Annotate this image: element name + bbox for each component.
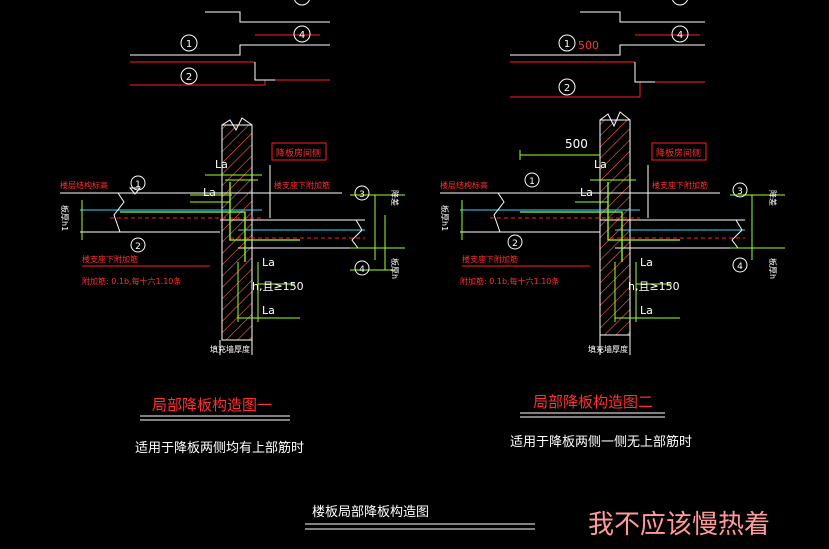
callout-box xyxy=(651,142,707,161)
dimension-500: 500 xyxy=(578,39,599,52)
marker-2: 2 xyxy=(507,234,523,250)
marker-1: 1 xyxy=(130,175,146,191)
marker-1: 1 xyxy=(524,172,540,188)
svg-text:2: 2 xyxy=(512,239,518,249)
label-slab-h1: 板厚h1 xyxy=(440,205,450,231)
label-drop: 降差 xyxy=(768,190,778,206)
dim-la-right: La xyxy=(640,256,653,269)
watermark-text: 我不应该慢热着 xyxy=(588,510,770,540)
label-floor-struct-elev: 楼层结构标高 xyxy=(60,180,108,190)
marker-3: 3 xyxy=(354,185,370,201)
label-rebar-bottom: 楼支座下附加筋 xyxy=(82,254,138,264)
label-slab-drop-side: 降板房间侧 xyxy=(276,147,321,159)
marker-4: 4 xyxy=(671,25,689,43)
detail-right: 500 La La La La h,且≥150 降板 xyxy=(440,111,785,450)
marker-2: 2 xyxy=(180,67,198,85)
footer: 楼板局部降板构造图 我不应该慢热着 xyxy=(305,505,770,540)
label-slab-h: 板厚h xyxy=(390,258,400,279)
wall-hatch xyxy=(221,124,253,341)
dim-la-mid: La xyxy=(580,186,593,199)
marker-1: 1 xyxy=(180,34,198,52)
dim-ge150: h,且≥150 xyxy=(628,280,680,293)
svg-text:4: 4 xyxy=(299,30,305,41)
label-stirrup: 附加筋: 0.1b,每十六1.10条 xyxy=(82,276,181,286)
svg-text:4: 4 xyxy=(677,30,683,41)
label-fill-wall: 填充墙厚度 xyxy=(210,344,250,354)
svg-text:4: 4 xyxy=(737,262,743,272)
dim-la-bottom: La xyxy=(262,304,275,317)
top-left-step-detail: 1 2 4 xyxy=(130,0,330,86)
dim-la-top: La xyxy=(215,158,228,171)
svg-text:1: 1 xyxy=(529,177,535,187)
label-fill-wall: 填充墙厚度 xyxy=(588,344,628,354)
svg-text:2: 2 xyxy=(564,83,570,94)
label-drop: 降差 xyxy=(390,190,400,206)
detail-right-title: 局部降板构造图二 xyxy=(533,393,653,411)
svg-text:3: 3 xyxy=(737,187,743,197)
label-slab-drop-side: 降板房间侧 xyxy=(656,147,701,159)
svg-text:1: 1 xyxy=(135,180,141,190)
svg-text:1: 1 xyxy=(186,39,192,50)
label-stirrup: 附加筋: 0.1b,每十六1.10条 xyxy=(460,276,559,286)
detail-left-title: 局部降板构造图一 xyxy=(152,396,272,414)
svg-text:1: 1 xyxy=(564,39,570,50)
label-rebar-top: 楼支座下附加筋 xyxy=(652,180,708,190)
dim-500: 500 xyxy=(565,137,588,151)
label-slab-h1: 板厚h1 xyxy=(60,205,70,231)
callout-box xyxy=(271,142,327,161)
marker-4: 4 xyxy=(293,25,311,43)
detail-left-subtitle: 适用于降板两侧均有上部筋时 xyxy=(135,440,304,456)
label-slab-h: 板厚h xyxy=(768,258,778,279)
label-rebar-bottom: 楼支座下附加筋 xyxy=(462,254,518,264)
svg-text:2: 2 xyxy=(186,72,192,83)
top-right-step-detail: 1 500 2 4 xyxy=(510,0,705,98)
marker-2: 2 xyxy=(130,237,146,253)
dim-la-bottom: La xyxy=(640,304,653,317)
svg-text:4: 4 xyxy=(359,265,365,275)
dim-la-top: La xyxy=(594,158,607,171)
main-title: 楼板局部降板构造图 xyxy=(312,505,429,520)
marker-1: 1 xyxy=(558,34,576,52)
dim-la-mid: La xyxy=(203,186,216,199)
detail-left: La La La La h,且≥150 降板房间侧 楼层结构标高 楼支座下附加筋… xyxy=(60,117,405,456)
marker-4: 4 xyxy=(354,260,370,276)
marker-2: 2 xyxy=(558,78,576,96)
svg-text:3: 3 xyxy=(359,190,365,200)
marker-3: 3 xyxy=(732,182,748,198)
label-floor-struct-elev: 楼层结构标高 xyxy=(440,180,488,190)
svg-text:2: 2 xyxy=(135,242,141,252)
detail-right-subtitle: 适用于降板两侧一侧无上部筋时 xyxy=(510,434,692,450)
label-rebar-top: 楼支座下附加筋 xyxy=(274,180,330,190)
marker-4: 4 xyxy=(732,257,748,273)
dim-ge150: h,且≥150 xyxy=(252,280,304,293)
dim-la-right: La xyxy=(262,256,275,269)
